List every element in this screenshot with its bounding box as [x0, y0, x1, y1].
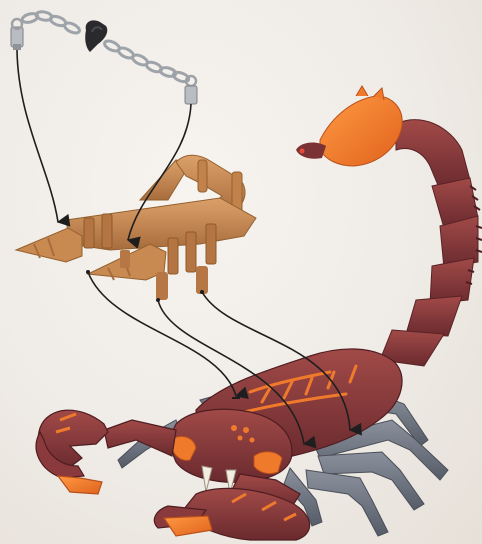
scorpion-left-claw: [36, 410, 176, 494]
scorpion-tail: [380, 120, 478, 366]
chain-icon: [11, 11, 197, 104]
scorpion-figure: [36, 86, 482, 540]
scorpion-stinger: [296, 86, 402, 166]
arrow-chain-left-to-cannon: [17, 50, 58, 222]
cannon-weapon: [16, 155, 256, 300]
